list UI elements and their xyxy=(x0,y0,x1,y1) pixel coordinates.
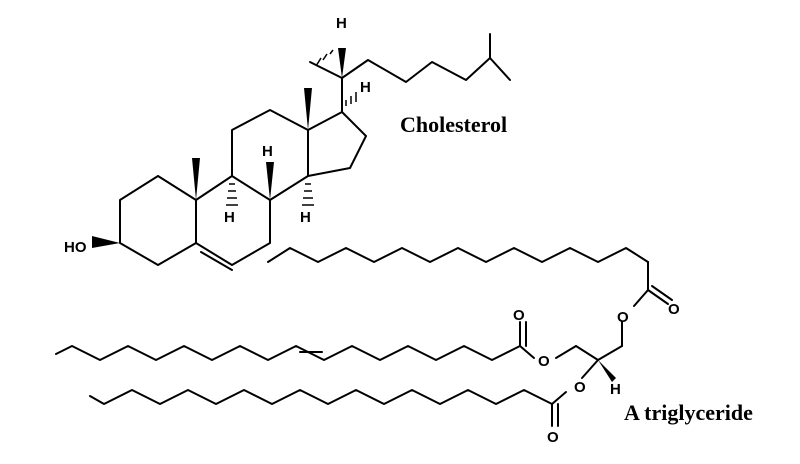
h-label: H xyxy=(300,209,311,226)
hydroxyl-label: HO xyxy=(64,239,87,256)
h-label: H xyxy=(610,381,621,398)
oxygen-label: O xyxy=(668,301,680,318)
h-label: H xyxy=(336,15,347,32)
hashed-bond xyxy=(302,183,314,206)
h-label: H xyxy=(224,209,235,226)
oxygen-label: O xyxy=(538,353,550,370)
stereo-wedge xyxy=(598,360,616,382)
triglyceride-structure: O O O H O O O A triglyceride xyxy=(55,247,753,446)
hydroxyl-wedge xyxy=(92,236,120,248)
h-wedge xyxy=(338,48,346,78)
h-wedge xyxy=(266,162,274,200)
cholesterol-structure: HO H H H H H Cholesterol xyxy=(64,15,511,271)
triglyceride-title: A triglyceride xyxy=(624,400,753,425)
h-label: H xyxy=(262,143,273,160)
h-label: H xyxy=(360,79,371,96)
oxygen-label: O xyxy=(617,309,629,326)
methyl-wedge xyxy=(192,158,200,200)
methyl-wedge xyxy=(304,88,312,130)
hashed-bond xyxy=(345,92,357,106)
hashed-bond xyxy=(315,49,334,67)
oxygen-label: O xyxy=(513,307,525,324)
oxygen-label: O xyxy=(547,429,559,446)
cholesterol-title: Cholesterol xyxy=(400,112,507,137)
oxygen-label: O xyxy=(574,379,586,396)
hashed-bond xyxy=(226,183,238,206)
